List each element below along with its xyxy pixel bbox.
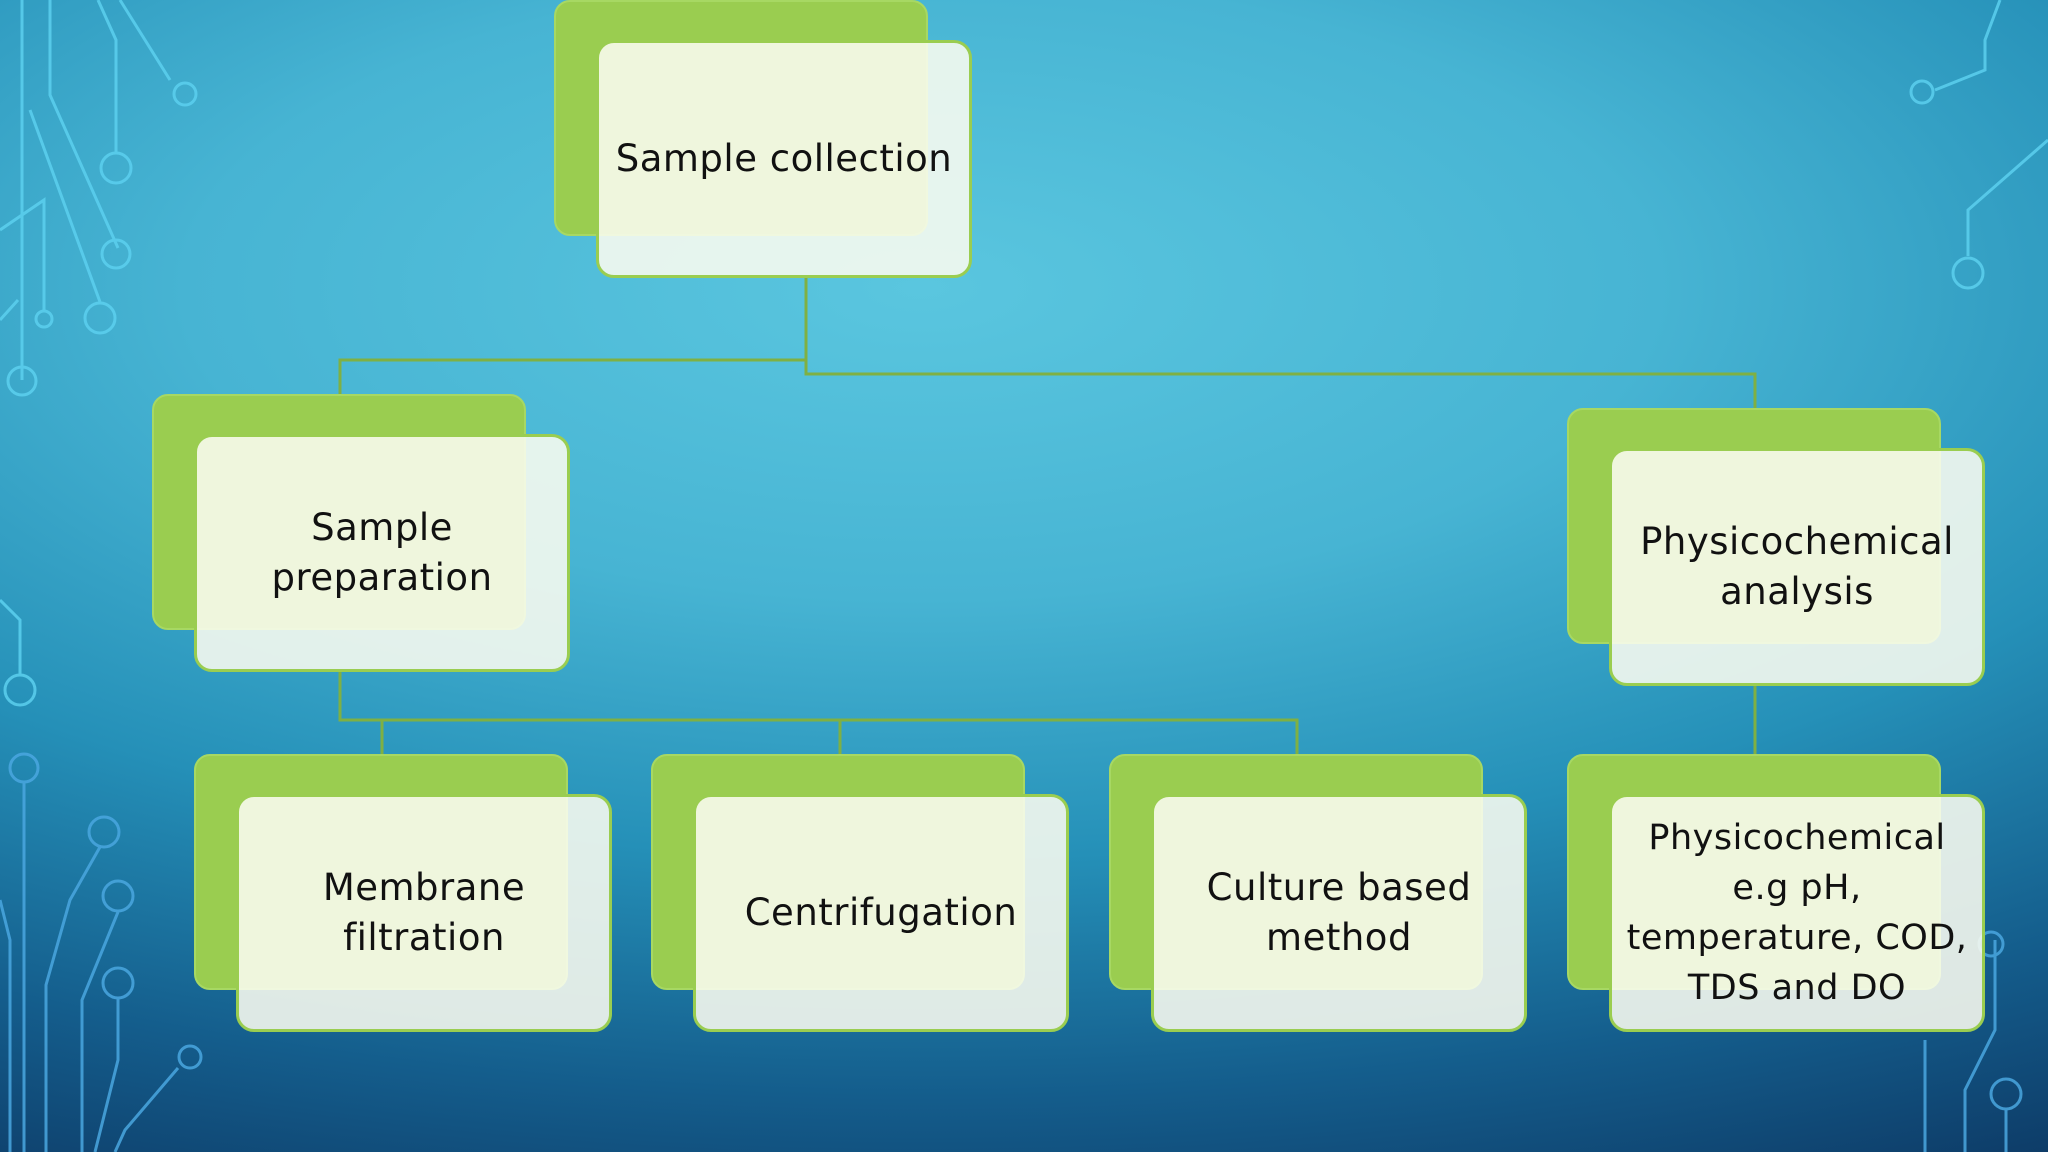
node-face: Sample collection bbox=[596, 40, 972, 278]
node-label: Sample preparation bbox=[271, 506, 493, 599]
node-centrifugation: Centrifugation bbox=[651, 754, 1069, 1032]
node-face: Sample preparation bbox=[194, 434, 570, 672]
node-culture-based-method: Culture based method bbox=[1109, 754, 1527, 1032]
node-face: Physicochemical e.g pH, temperature, COD… bbox=[1609, 794, 1985, 1032]
edge-collection-physicochemical bbox=[804, 360, 1757, 408]
edge-collection-preparation bbox=[338, 276, 808, 394]
node-sample-collection: Sample collection bbox=[554, 0, 972, 278]
node-face: Physicochemical analysis bbox=[1609, 448, 1985, 686]
node-label: Physicochemical e.g pH, temperature, COD… bbox=[1626, 818, 1968, 1008]
node-physicochemical-detail: Physicochemical e.g pH, temperature, COD… bbox=[1567, 754, 1985, 1032]
node-label: Physicochemical analysis bbox=[1640, 520, 1954, 613]
node-label: Membrane filtration bbox=[322, 866, 526, 959]
node-face: Centrifugation bbox=[693, 794, 1069, 1032]
edge-preparation-children bbox=[338, 672, 1299, 754]
node-sample-preparation: Sample preparation bbox=[152, 394, 570, 672]
node-label: Centrifugation bbox=[744, 891, 1018, 934]
node-face: Membrane filtration bbox=[236, 794, 612, 1032]
node-face: Culture based method bbox=[1151, 794, 1527, 1032]
node-label: Sample collection bbox=[615, 137, 953, 180]
node-label: Culture based method bbox=[1206, 866, 1472, 959]
node-physicochemical-analysis: Physicochemical analysis bbox=[1567, 408, 1985, 686]
node-membrane-filtration: Membrane filtration bbox=[194, 754, 612, 1032]
